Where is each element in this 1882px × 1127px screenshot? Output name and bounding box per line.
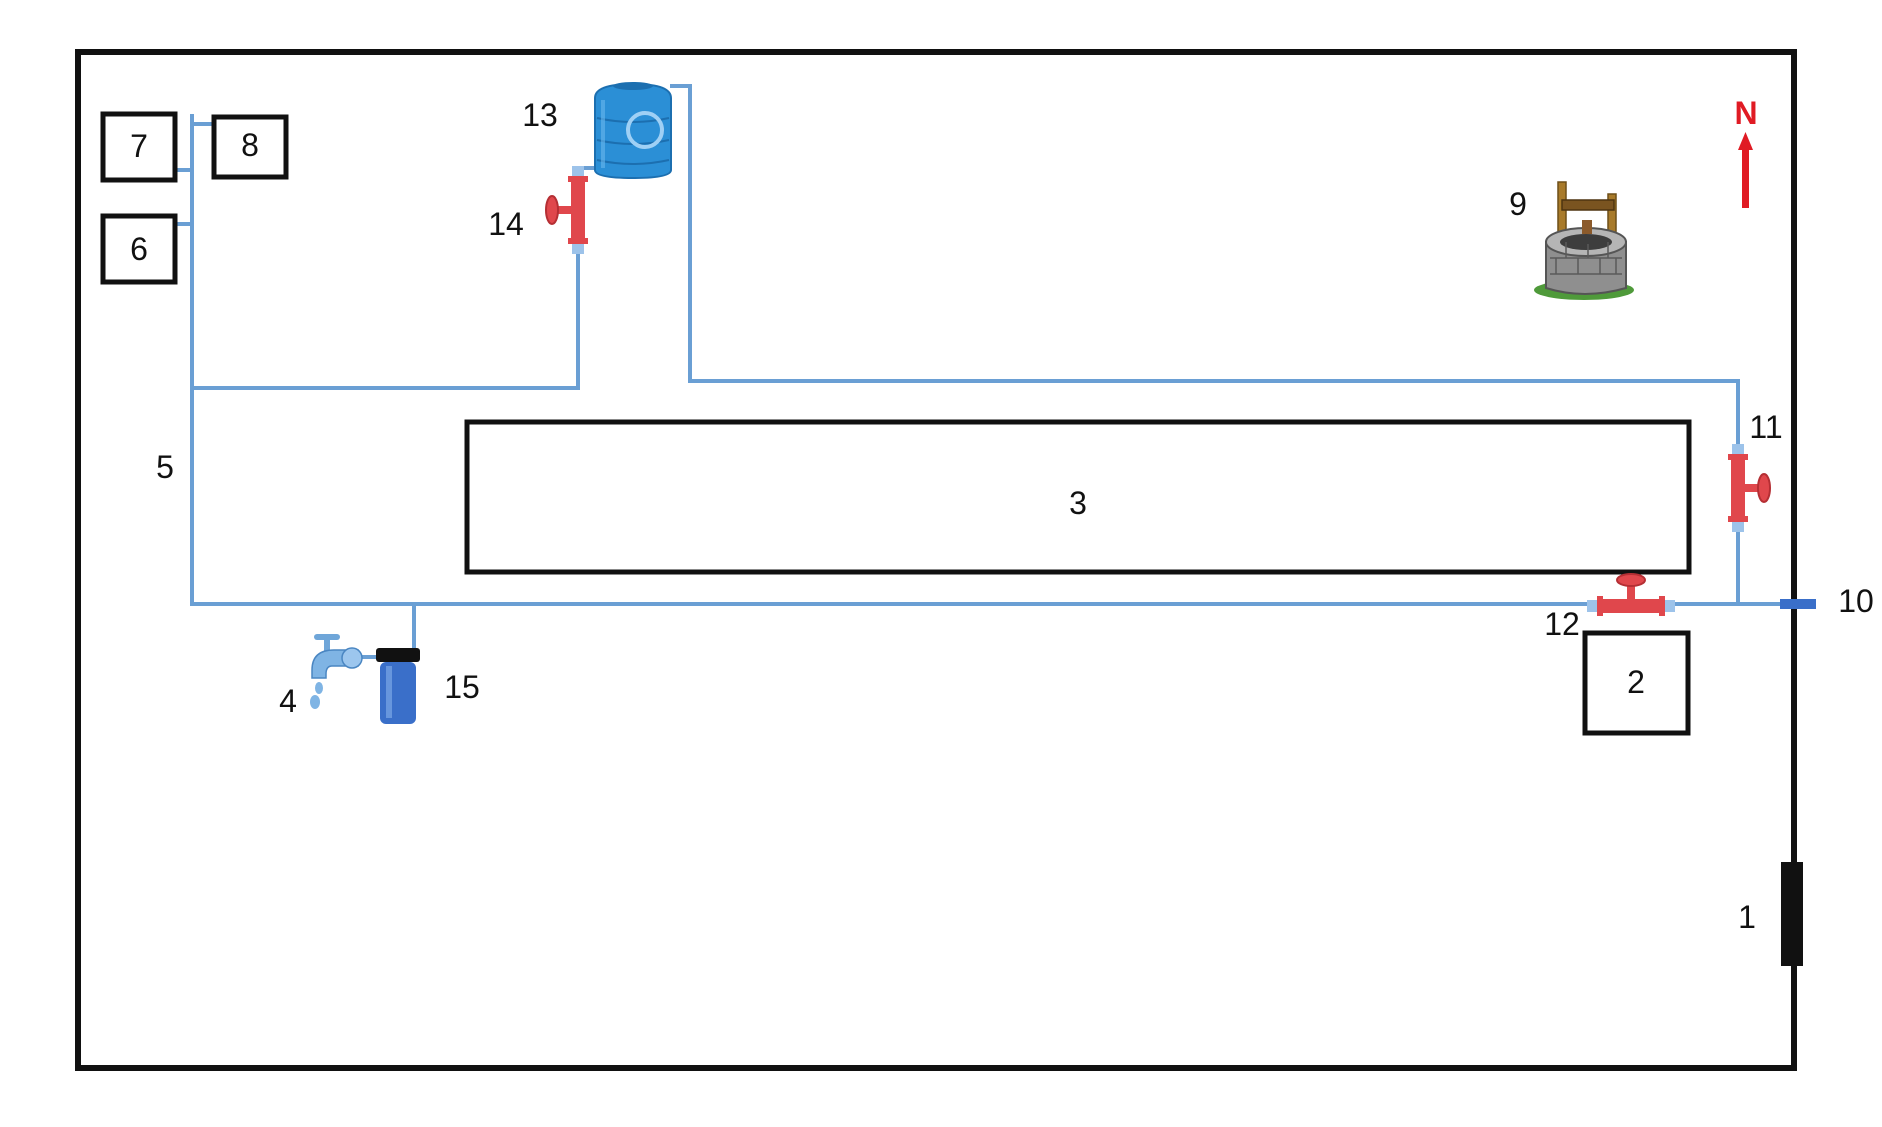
- water-filter-icon: [376, 648, 420, 724]
- pipe-branch-tank-west: [190, 166, 599, 390]
- gate-valve-icon: [1728, 444, 1771, 532]
- water-tank-icon: [594, 82, 672, 180]
- label-1: 1: [1738, 899, 1756, 935]
- stone-well-icon: [1534, 181, 1634, 300]
- label-11: 11: [1749, 409, 1782, 445]
- site-boundary: [75, 49, 1797, 1071]
- label-12: 12: [1544, 606, 1580, 642]
- label-6: 6: [130, 231, 148, 267]
- gate-valve-icon: [1587, 573, 1675, 616]
- building-7: [100, 111, 178, 183]
- label-7: 7: [130, 128, 148, 164]
- building-6: [100, 213, 178, 285]
- water-tap-icon: [310, 634, 363, 709]
- north-arrow-icon: [1738, 132, 1753, 208]
- label-14: 14: [488, 206, 524, 242]
- building-3: [464, 419, 1692, 575]
- label-2: 2: [1627, 664, 1645, 700]
- inlet-connector: [1780, 599, 1816, 609]
- label-4: 4: [279, 683, 297, 719]
- building-2: [1582, 630, 1691, 736]
- label-15: 15: [444, 669, 480, 705]
- label-5: 5: [156, 449, 174, 485]
- gate-valve-icon: [545, 166, 588, 254]
- label-3: 3: [1069, 485, 1087, 521]
- label-8: 8: [241, 127, 259, 163]
- label-13: 13: [522, 97, 558, 133]
- building-8: [211, 114, 289, 180]
- label-10: 10: [1838, 583, 1874, 619]
- label-9: 9: [1509, 186, 1527, 222]
- north-label: N: [1734, 95, 1757, 131]
- gate-icon: [1781, 862, 1803, 966]
